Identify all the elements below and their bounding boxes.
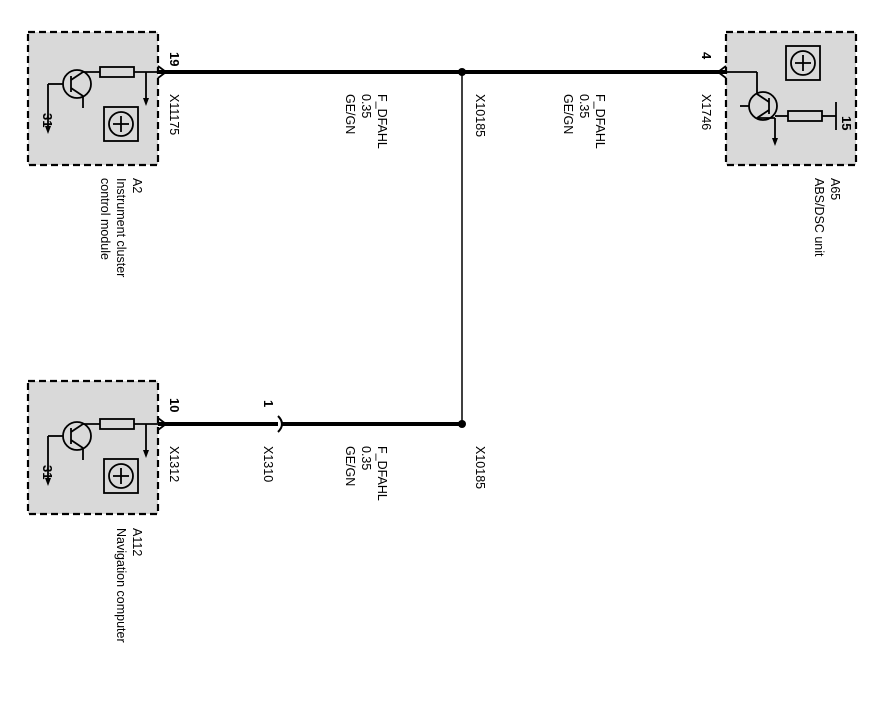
module-name: ABS/DSC unit <box>812 178 826 257</box>
device-icon <box>103 458 139 494</box>
connector-chevron-icon <box>157 417 168 431</box>
module-name: control module <box>98 178 112 260</box>
module-a112-box <box>26 379 160 516</box>
supply-pin-label: 15 <box>839 116 854 130</box>
wire-signal: F_DFAHL <box>375 446 389 501</box>
transistor-icon <box>45 69 100 134</box>
wire-signal: F_DFAHL <box>593 94 607 149</box>
connector-chevron-icon <box>716 65 727 79</box>
splice-top-label: X10185 <box>473 94 487 137</box>
wire-size: 0.35 <box>359 446 373 470</box>
module-a2-box <box>26 30 160 167</box>
wire-signal: F_DFAHL <box>375 94 389 149</box>
module-a112: 31 <box>26 379 160 516</box>
a65-pin-label: 4 <box>699 52 714 60</box>
device-icon <box>785 45 821 81</box>
splice-dot <box>458 68 466 76</box>
wire-label-w2: F_DFAHL 0.35 GE/GN <box>561 94 607 149</box>
connector-chevron-icon <box>157 65 168 79</box>
splice-dot <box>458 420 466 428</box>
module-id: A2 <box>130 178 144 193</box>
a2-connector-label: X11175 <box>167 94 181 135</box>
a65-name-label: A65 ABS/DSC unit <box>812 178 842 257</box>
transistor-icon <box>45 421 100 486</box>
a112-connector-label: X1312 <box>167 446 181 482</box>
wire-size: 0.35 <box>359 94 373 118</box>
inline-connector-icon <box>277 415 283 433</box>
a2-name-label: A2 Instrument cluster control module <box>98 178 144 277</box>
wire-label-w3: F_DFAHL 0.35 GE/GN <box>343 446 389 501</box>
module-a65-box <box>724 30 858 167</box>
module-a2: 31 <box>26 30 160 167</box>
a65-connector-label: X1746 <box>699 94 713 130</box>
module-a65: 15 <box>724 30 858 167</box>
x1310-connector-label: X1310 <box>261 446 275 482</box>
module-id: A65 <box>828 178 842 200</box>
wire-color: GE/GN <box>343 446 357 486</box>
wire-color: GE/GN <box>343 94 357 134</box>
module-name: Instrument cluster <box>114 178 128 277</box>
x1310-pin-label: 1 <box>261 400 276 407</box>
ground-pin-label: 31 <box>40 113 55 127</box>
wire-label-w1: F_DFAHL 0.35 GE/GN <box>343 94 389 149</box>
transistor-icon <box>726 71 778 146</box>
a112-pin-label: 10 <box>167 398 182 412</box>
module-name: Navigation computer <box>114 528 128 643</box>
ground-pin-label: 31 <box>40 465 55 479</box>
device-icon <box>103 106 139 142</box>
module-id: A112 <box>130 528 144 556</box>
a2-pin-label: 19 <box>167 52 182 66</box>
a112-name-label: A112 Navigation computer <box>114 528 144 643</box>
wire-size: 0.35 <box>577 94 591 118</box>
splice-bottom-label: X10185 <box>473 446 487 489</box>
wire-color: GE/GN <box>561 94 575 134</box>
